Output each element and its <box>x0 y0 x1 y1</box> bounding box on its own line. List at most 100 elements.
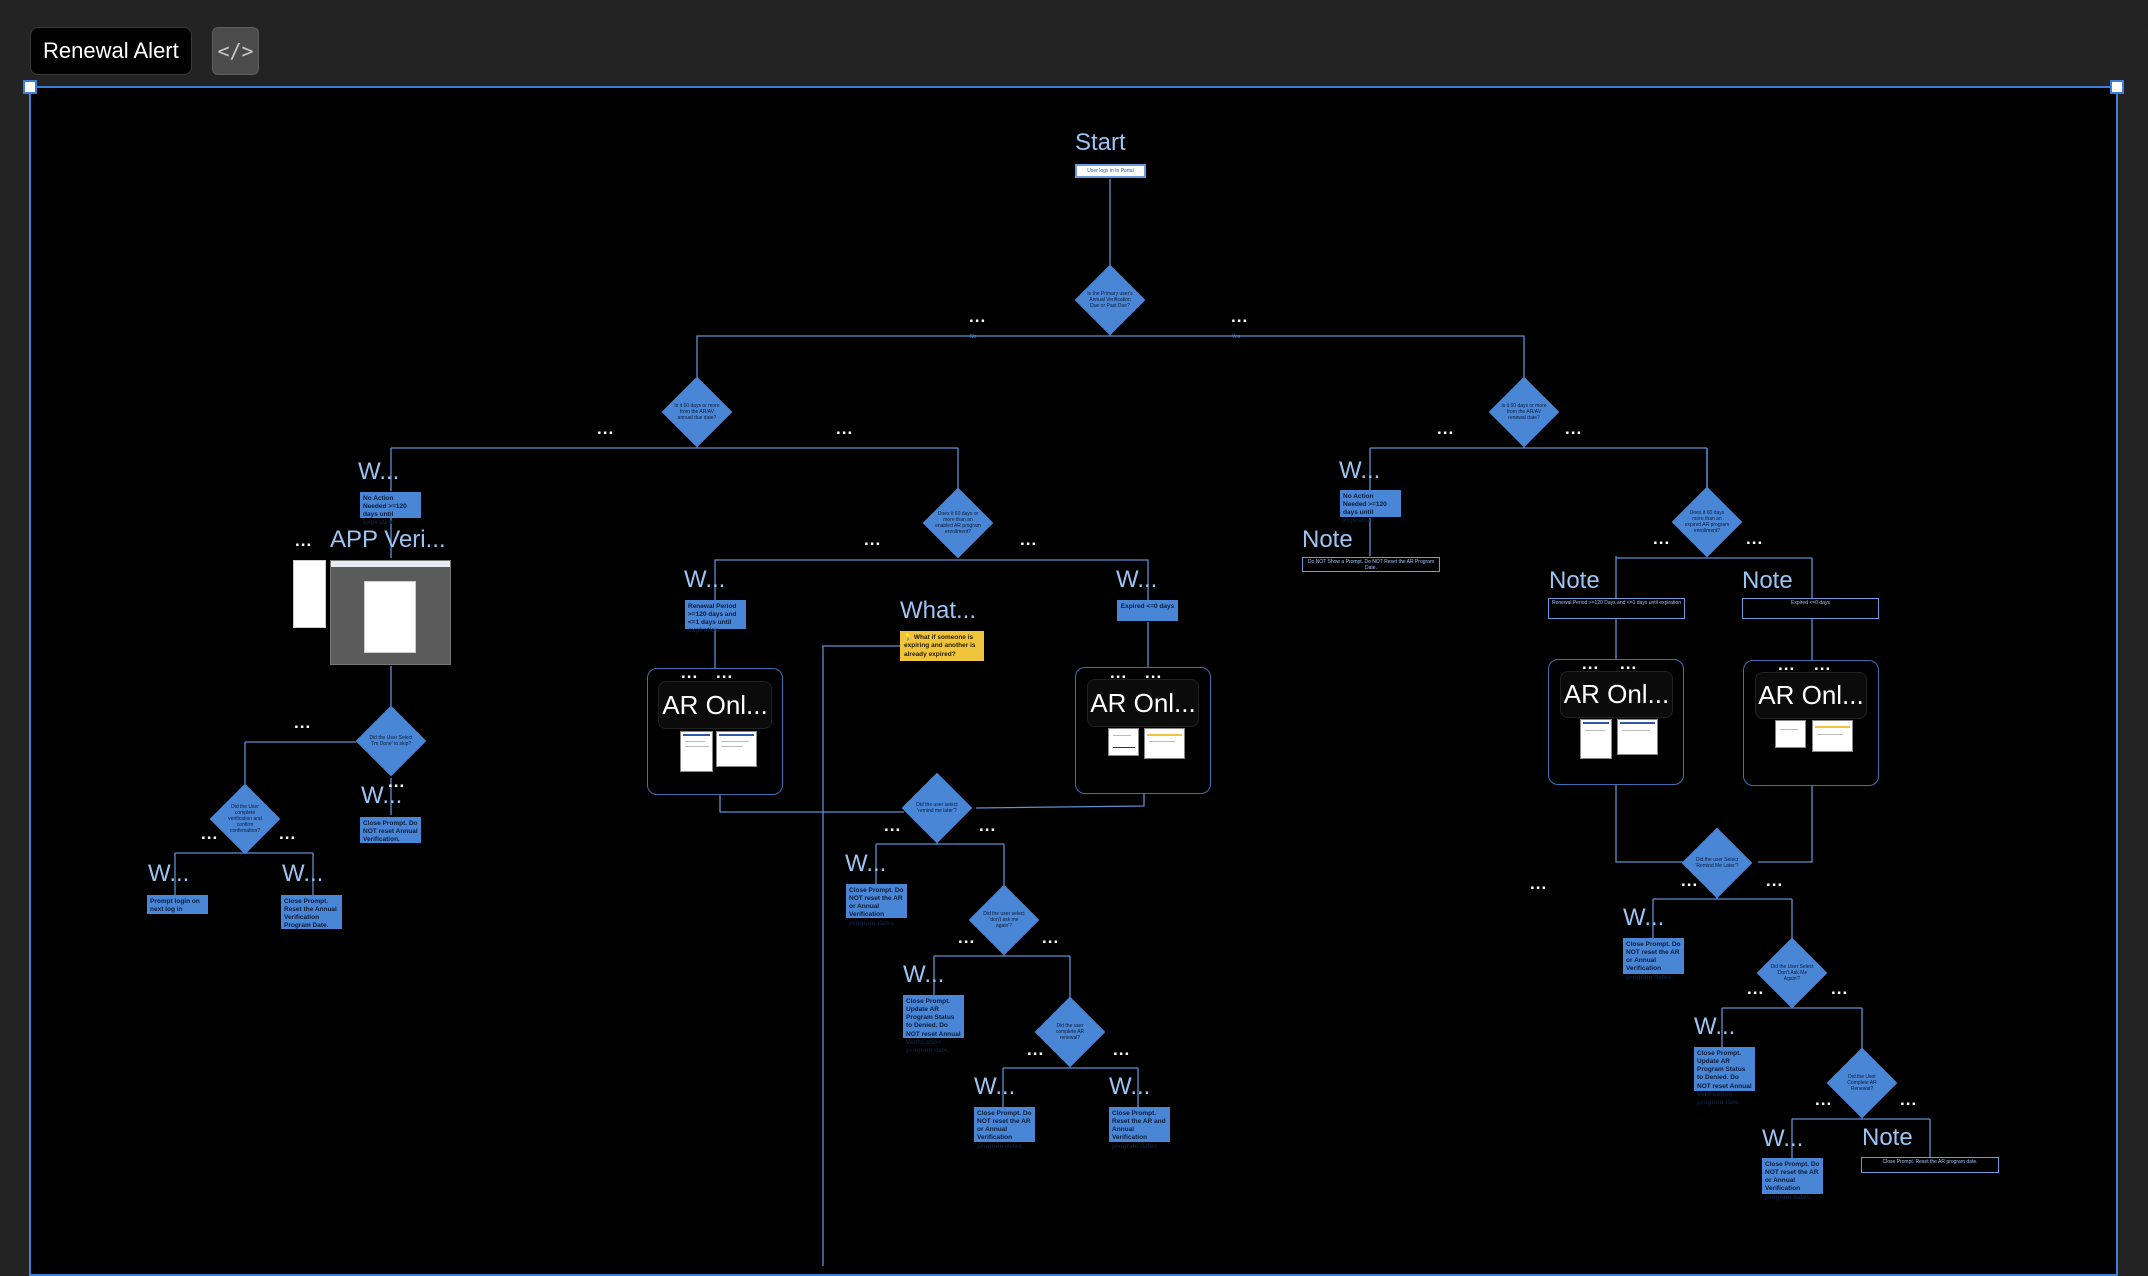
edge-label: ... <box>836 419 854 438</box>
right-note-right-title: Note <box>1742 567 1793 594</box>
card-dots: ... <box>1620 654 1638 673</box>
decision-left-mobile-text: Did the User complete verification and c… <box>228 804 262 834</box>
mid-w-d-label: W... <box>1109 1073 1151 1100</box>
edge-label-yes: ... <box>1231 307 1249 326</box>
svg-text:No: No <box>970 334 977 340</box>
right-note-title: Note <box>1302 526 1353 553</box>
prompt-again-box[interactable]: Prompt login on next log in <box>147 895 208 914</box>
ar-thumbnail[interactable] <box>1617 719 1658 755</box>
right-note-final-title: Note <box>1862 1124 1913 1151</box>
edge-label: ... <box>979 816 997 835</box>
edge-label: ... <box>279 824 297 843</box>
sticky-note-text: What if someone is expiring and another … <box>904 634 976 658</box>
edge-label: ... <box>1113 1040 1131 1059</box>
sticky-note[interactable]: 💡 What if someone is expiring and anothe… <box>900 631 984 661</box>
edge-label: ... <box>1653 529 1671 548</box>
right-w-c-label: W... <box>1762 1125 1804 1152</box>
card-dots: ... <box>1582 654 1600 673</box>
mid-w-c-label: W... <box>974 1073 1016 1100</box>
right-note-left-title: Note <box>1549 567 1600 594</box>
app-veri-dots: ... <box>295 531 313 550</box>
start-title: Start <box>1075 129 1126 156</box>
edge-label: ... <box>1746 529 1764 548</box>
decision-mid-text: Does it 60 days or more than an enabled … <box>935 511 981 535</box>
decision-mid-complete-text: Did the user complete AR renewal? <box>1055 1023 1085 1041</box>
decision-left-text: Is it 60 days or more from the AR/AV ann… <box>674 403 720 421</box>
edge-label: ... <box>1831 979 1849 998</box>
edge-label: ... <box>884 816 902 835</box>
left-no-action-box[interactable]: No Action Needed >=120 days until expira… <box>360 492 421 526</box>
right-w-b-label: W... <box>1694 1013 1736 1040</box>
edge-label: ... <box>294 713 312 732</box>
close-no-reset-box[interactable]: Close Prompt. Do NOT reset Annual Verifi… <box>360 817 421 843</box>
board-title[interactable]: Renewal Alert <box>30 27 192 75</box>
ar-thumbnail[interactable] <box>716 731 757 767</box>
expired-box[interactable]: Expired <=0 days <box>1117 600 1178 621</box>
ar-thumbnail[interactable] <box>1108 728 1139 756</box>
right-note-box[interactable]: Do NOT Show a Prompt. Do NOT Reset the A… <box>1302 557 1440 572</box>
edge-label: ... <box>1437 419 1455 438</box>
right-note-left-box[interactable]: Renewal Period >=120 Days and <=1 days u… <box>1548 598 1685 619</box>
left-w-label: W... <box>358 458 400 485</box>
left-w2-label: W... <box>361 782 403 809</box>
decision-right-text: Is it 60 days or more from the AR/AV ren… <box>1501 403 1547 421</box>
decision-mid-skip-text: Did the user select 'don't ask me again'… <box>983 911 1025 929</box>
decision-right-complete-text: Did the User Complete AR Renewal? <box>1847 1074 1877 1092</box>
right-note-right-box[interactable]: Expired <=0 days <box>1742 598 1879 619</box>
edge-label: ... <box>1042 928 1060 947</box>
card-dots: ... <box>716 663 734 682</box>
ar-online-title: AR Onl... <box>1560 671 1673 718</box>
right-no-action-box[interactable]: No Action Needed >=120 days until expira… <box>1340 490 1401 524</box>
mid-w-b-label: W... <box>903 961 945 988</box>
edge-label: ... <box>1766 871 1784 890</box>
edge-label: ... <box>1027 1040 1045 1059</box>
ar-thumbnail[interactable] <box>1775 720 1806 748</box>
edge-label: ... <box>1747 979 1765 998</box>
start-box[interactable]: User logs in to Portal <box>1075 164 1146 178</box>
decision-right-renew-text: Did the user Select 'Remind Me Later'? <box>1695 857 1739 869</box>
card-dots: ... <box>1145 663 1163 682</box>
decision-left-update-text: Did the User Select 'I'm Done' to skip? <box>369 735 413 747</box>
ar-online-title: AR Onl... <box>1087 679 1199 727</box>
edge-label-no: ... <box>969 307 987 326</box>
mid-close-b-box[interactable]: Close Prompt. Update AR Program Status t… <box>903 995 964 1054</box>
svg-text:Yes: Yes <box>1232 334 1241 340</box>
edge-label: ... <box>1815 1090 1833 1109</box>
decision-right-mid-text: Does it 60 days more than an expired AR … <box>1684 510 1730 534</box>
right-w-a-label: W... <box>1623 904 1665 931</box>
right-close-a-box[interactable]: Close Prompt. Do NOT reset the AR or Ann… <box>1623 938 1684 981</box>
renewal-period-box[interactable]: Renewal Period >=120 days and <=1 days u… <box>685 600 746 634</box>
ar-thumbnail[interactable] <box>1812 720 1853 752</box>
mid-w-left-label: W... <box>684 566 726 593</box>
frame-resize-handle-right[interactable] <box>2110 80 2124 94</box>
ar-thumbnail[interactable] <box>680 731 713 772</box>
right-note-final-box[interactable]: Close Prompt. Reset the AR program date. <box>1861 1157 1999 1173</box>
code-brackets-icon[interactable]: </> <box>212 27 259 75</box>
ar-thumbnail[interactable] <box>1144 728 1185 759</box>
mid-close-d-box[interactable]: Close Prompt. Reset the AR and Annual Ve… <box>1109 1107 1170 1150</box>
app-mobile-screenshot[interactable] <box>293 560 326 628</box>
right-close-c-box[interactable]: Close Prompt. Do NOT reset the AR or Ann… <box>1762 1158 1823 1201</box>
decision-root-text: Is the Primary user's Annual Verificatio… <box>1087 291 1133 309</box>
edge-label: ... <box>1020 530 1038 549</box>
card-dots: ... <box>1814 655 1832 674</box>
right-close-b-box[interactable]: Close Prompt. Update AR Program Status t… <box>1694 1047 1755 1106</box>
left-w4-label: W... <box>282 860 324 887</box>
edge-label: ... <box>1900 1090 1918 1109</box>
mid-w-a-label: W... <box>845 850 887 877</box>
left-w3-label: W... <box>148 860 190 887</box>
decision-mid-renew-text: Did the user select 'remind me later'? <box>916 802 958 814</box>
ar-online-title: AR Onl... <box>658 681 772 729</box>
decision-right-skip-text: Did the User Select 'Don't Ask Me Again'… <box>1770 964 1814 982</box>
frame-resize-handle-left[interactable] <box>23 80 37 94</box>
what-title: What... <box>900 597 977 624</box>
ar-thumbnail[interactable] <box>1580 719 1612 759</box>
edge-label: ... <box>1681 871 1699 890</box>
mid-close-c-box[interactable]: Close Prompt. Do NOT reset the AR or Ann… <box>974 1107 1035 1150</box>
close-reset-box[interactable]: Close Prompt. Reset the Annual Verificat… <box>281 895 342 929</box>
app-verification-screenshot[interactable] <box>330 560 451 665</box>
mid-close-a-box[interactable]: Close Prompt. Do NOT reset the AR or Ann… <box>846 884 907 927</box>
edge-label: ... <box>958 928 976 947</box>
